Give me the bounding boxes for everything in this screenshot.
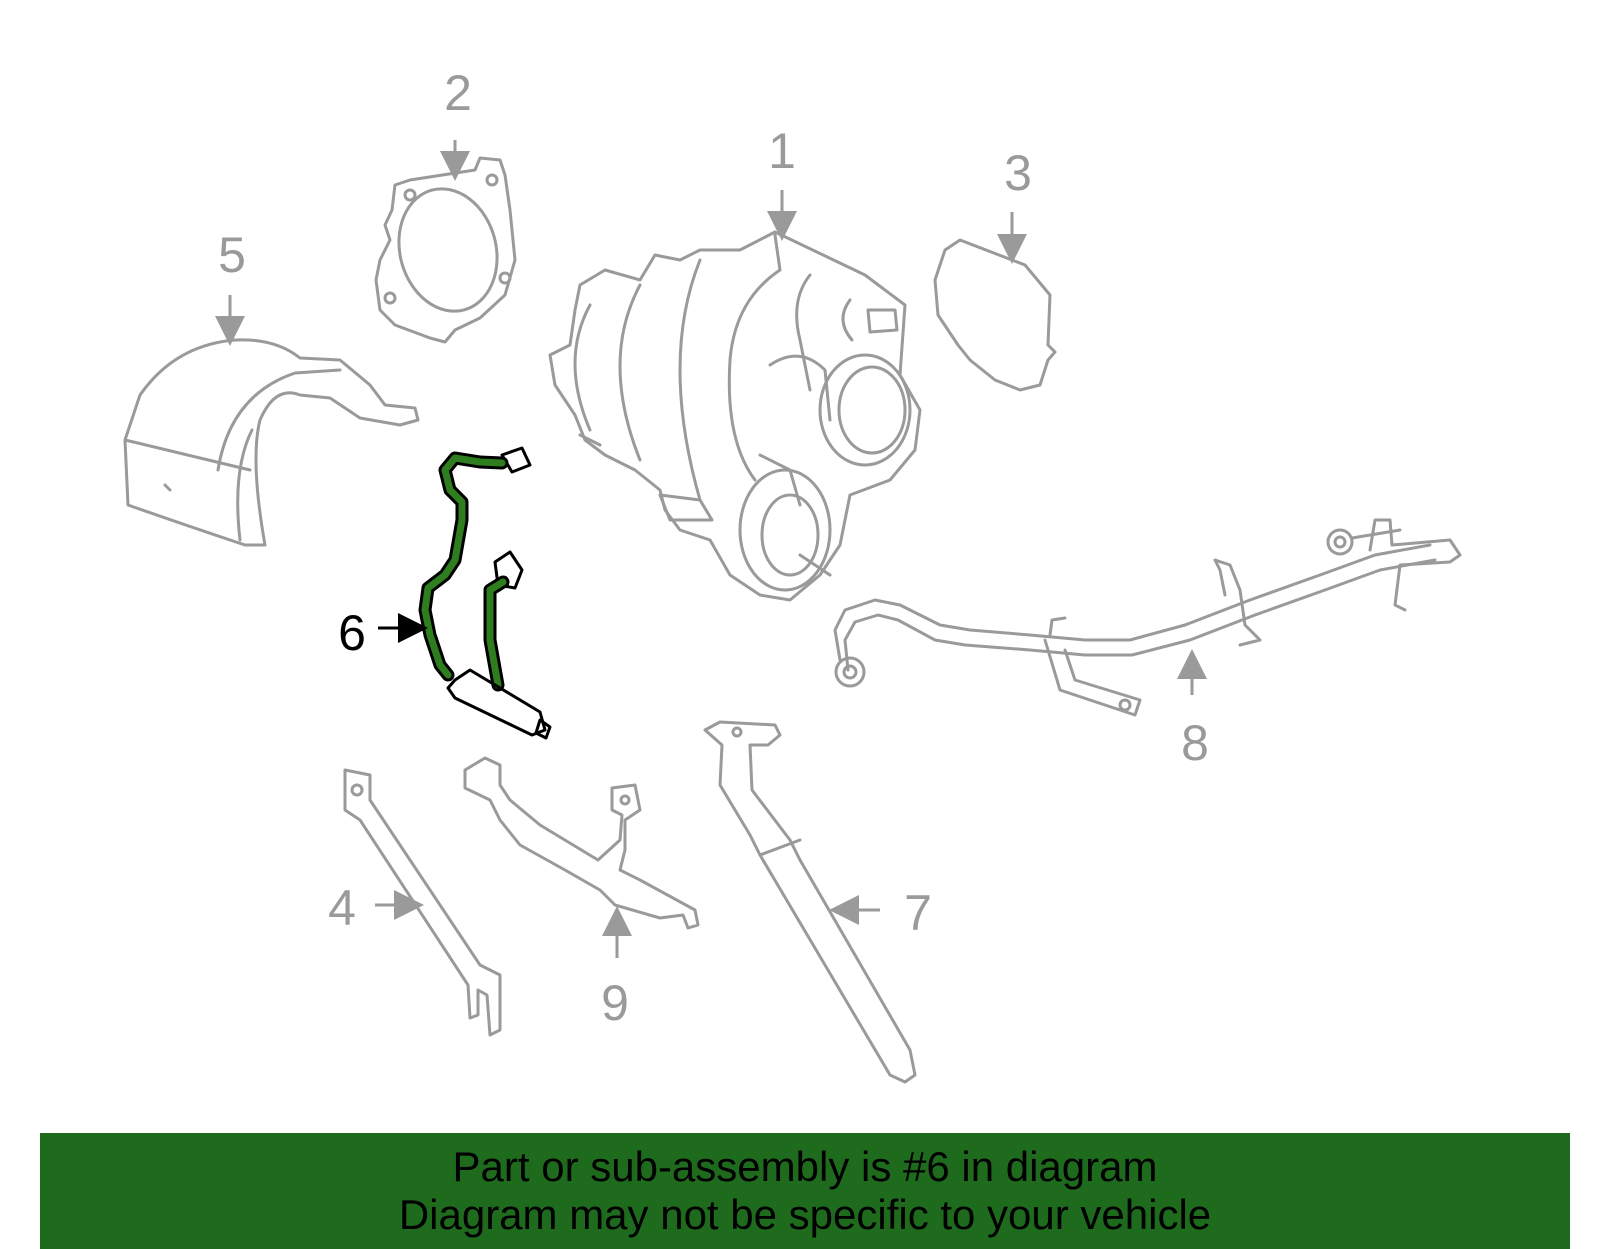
callout-2: 2 (444, 65, 472, 121)
callout-3: 3 (1004, 145, 1032, 201)
info-banner: Part or sub-assembly is #6 in diagram Di… (40, 1133, 1570, 1249)
part-6-highlighted-pipe (418, 446, 552, 740)
callout-9: 9 (601, 975, 629, 1031)
callout-8: 8 (1181, 715, 1209, 771)
callout-1: 1 (768, 123, 796, 179)
callout-6: 6 (338, 605, 366, 661)
part-5-heat-shield (123, 338, 420, 547)
banner-line-1: Part or sub-assembly is #6 in diagram (452, 1143, 1158, 1190)
part-8-pipe (833, 518, 1462, 717)
part-3-gasket (933, 238, 1057, 392)
callout-5: 5 (218, 227, 246, 283)
callout-7: 7 (904, 885, 932, 941)
part-4-bracket (343, 768, 502, 1037)
part-1-turbocharger (548, 230, 922, 602)
banner-line-2: Diagram may not be specific to your vehi… (398, 1191, 1212, 1238)
part-2-gasket (374, 156, 517, 344)
callout-4: 4 (328, 880, 356, 936)
part-7-tube (703, 720, 917, 1084)
part-9-hose (463, 756, 700, 930)
